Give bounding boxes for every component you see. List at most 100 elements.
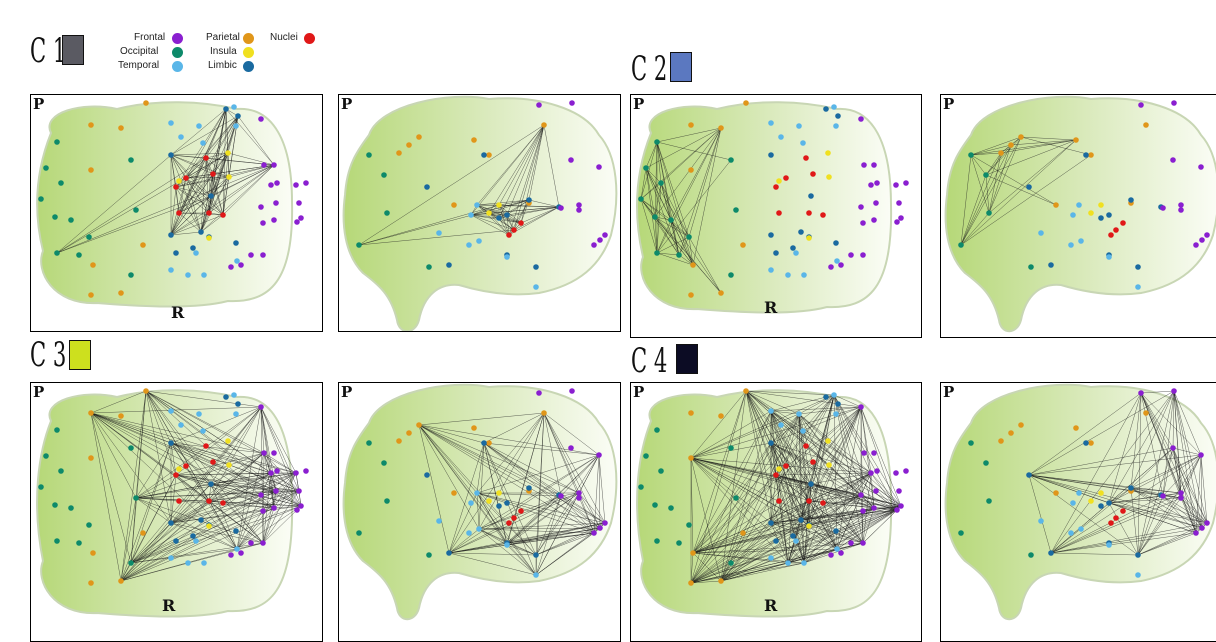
edge — [185, 115, 239, 179]
edge — [690, 390, 747, 459]
edge — [1140, 392, 1182, 499]
posterior-marker: P — [943, 383, 955, 401]
region-node-frontal — [298, 215, 304, 221]
edge — [692, 552, 789, 564]
edge — [208, 472, 297, 502]
edge — [208, 164, 275, 214]
edge — [770, 442, 864, 544]
edge — [860, 472, 872, 496]
region-node-parietal — [688, 122, 694, 128]
region-node-temporal — [796, 123, 802, 129]
edge — [960, 152, 1002, 246]
edge — [1108, 392, 1142, 504]
edge — [483, 442, 595, 534]
edge — [1172, 447, 1182, 499]
edge — [1140, 392, 1182, 494]
region-node-nuclei — [783, 175, 789, 181]
edge — [208, 500, 238, 550]
edge — [656, 219, 672, 254]
edge — [175, 152, 229, 188]
edge — [770, 442, 805, 564]
edge — [175, 108, 227, 188]
region-node-limbic — [424, 184, 430, 190]
edge — [506, 542, 537, 556]
brain-outline — [36, 101, 294, 308]
edge — [690, 442, 772, 584]
region-node-parietal — [1053, 202, 1059, 208]
edge — [170, 176, 230, 236]
region-node-frontal — [893, 470, 899, 476]
region-node-temporal — [831, 104, 837, 110]
edge — [120, 522, 172, 582]
region-node-frontal — [894, 507, 900, 513]
region-node-frontal — [258, 204, 264, 210]
region-node-occipital — [983, 172, 989, 178]
edge — [1108, 502, 1139, 556]
edge — [1173, 390, 1182, 499]
edge — [210, 483, 277, 492]
region-node-occipital — [58, 180, 64, 186]
region-node-occipital — [958, 530, 964, 536]
edge — [506, 495, 562, 544]
region-node-occipital — [676, 252, 682, 258]
edge — [488, 212, 522, 224]
region-node-limbic — [808, 481, 814, 487]
figure: C 1 C 2 C 3 C 4 Frontal Occipital Tempor… — [30, 32, 1216, 642]
edge — [208, 452, 265, 502]
region-node-nuclei — [203, 155, 209, 161]
region-node-occipital — [968, 440, 974, 446]
edge — [130, 472, 297, 564]
region-node-parietal — [406, 142, 412, 148]
region-node-occipital — [52, 502, 58, 508]
edge — [787, 500, 810, 564]
edge — [130, 548, 238, 564]
edge — [170, 406, 262, 444]
region-node-occipital — [1028, 552, 1034, 558]
edge — [787, 483, 812, 564]
edge — [273, 490, 277, 509]
edge — [130, 490, 300, 564]
edge — [656, 141, 690, 238]
region-node-parietal — [471, 425, 477, 431]
edge — [1028, 474, 1208, 524]
edge — [483, 412, 545, 444]
region-node-temporal — [168, 555, 174, 561]
region-node-frontal — [1178, 495, 1184, 501]
edge — [145, 390, 264, 544]
legend-label-occipital: Occipital — [120, 46, 159, 57]
edge — [56, 157, 207, 254]
edge — [645, 167, 662, 184]
region-node-occipital — [654, 427, 660, 433]
region-node-temporal — [196, 123, 202, 129]
region-node-limbic — [208, 481, 214, 487]
region-node-limbic — [223, 394, 229, 400]
region-node-limbic — [833, 240, 839, 246]
cluster-swatch-c1 — [62, 35, 84, 65]
region-node-parietal — [88, 410, 94, 416]
edge — [170, 472, 297, 524]
edge — [688, 127, 722, 238]
region-node-occipital — [986, 210, 992, 216]
edge — [56, 154, 172, 254]
edge — [560, 454, 600, 497]
region-node-insula — [225, 438, 231, 444]
edge — [860, 494, 875, 509]
region-node-nuclei — [773, 472, 779, 478]
region-node-parietal — [396, 150, 402, 156]
region-node-frontal — [597, 525, 603, 531]
cluster-swatch-c3 — [69, 340, 91, 370]
edge — [1137, 522, 1208, 556]
edge — [543, 412, 562, 497]
region-node-occipital — [426, 264, 432, 270]
region-node-frontal — [1204, 232, 1210, 238]
region-node-frontal — [303, 180, 309, 186]
edge — [808, 500, 864, 544]
edge — [798, 413, 805, 564]
region-node-nuclei — [1113, 515, 1119, 521]
edge — [670, 219, 680, 256]
region-node-frontal — [868, 182, 874, 188]
edge — [690, 580, 722, 584]
edge — [170, 442, 177, 476]
region-node-temporal — [831, 392, 837, 398]
edge — [690, 474, 777, 584]
